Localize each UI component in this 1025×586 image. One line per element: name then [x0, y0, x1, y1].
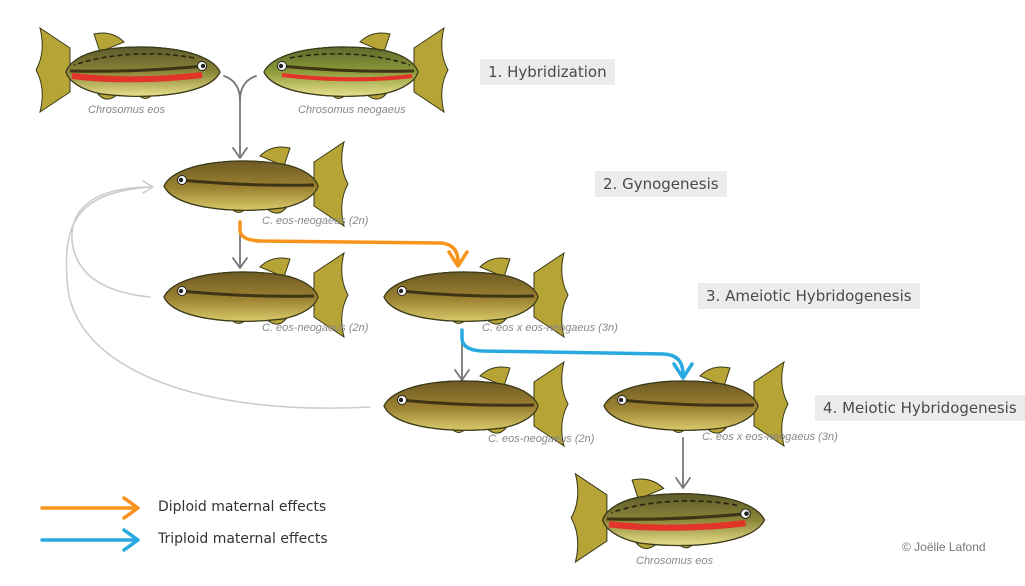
- fish-label-hybrid-left: C. eos-neogaeus (2n): [262, 322, 369, 334]
- loop-arrowhead: [142, 180, 154, 194]
- legend-label-diploid: Diploid maternal effects: [158, 499, 327, 515]
- legend-swatch-triploid: [40, 528, 140, 552]
- loop-short: [71, 186, 153, 298]
- fish-label-neogaeus-parent: Chrosomus neogaeus: [298, 104, 406, 116]
- diploid-arrow: [238, 220, 469, 268]
- step-label-meiotic-hybridogenesis: 4. Meiotic Hybridogenesis: [815, 395, 1025, 421]
- fish-eos-0: [34, 26, 222, 114]
- fish-layer: [34, 26, 790, 564]
- life-cycle-diagram: [34, 26, 790, 564]
- fish-hybrid-6: [602, 360, 790, 448]
- meiotic-down-arrow: [675, 437, 691, 489]
- fish-hybrid-4: [382, 251, 570, 339]
- fish-hybrid-2: [162, 140, 350, 228]
- fish-label-hybrid-bottom: C. eos-neogaeus (2n): [488, 433, 595, 445]
- merge-arrow: [223, 75, 257, 159]
- fish-hybrid-5: [382, 360, 570, 448]
- fish-label-triploid-meiotic: C. eos x eos-neogaeus (3n): [702, 431, 838, 443]
- legend-swatch-diploid: [40, 496, 140, 520]
- legend-label-triploid: Triploid maternal effects: [158, 531, 328, 547]
- credit-text: © Joëlle Lafond: [902, 540, 986, 554]
- recycle-loops: [65, 180, 371, 409]
- fish-label-hybrid-gyno: C. eos-neogaeus (2n): [262, 215, 369, 227]
- step-label-hybridization: 1. Hybridization: [480, 59, 615, 85]
- fish-label-triploid-ameiotic: C. eos x eos-neogaeus (3n): [482, 322, 618, 334]
- fish-label-eos-parent: Chrosomus eos: [88, 104, 166, 116]
- fish-label-eos-offspring: Chrosomus eos: [636, 555, 714, 567]
- step-label-gynogenesis: 2. Gynogenesis: [595, 171, 727, 197]
- triploid-arrow: [460, 328, 694, 380]
- fish-eos-7: [569, 472, 766, 564]
- loop-long: [65, 186, 371, 409]
- fish-neogaeus-1: [262, 26, 450, 114]
- fish-hybrid-3: [162, 251, 350, 339]
- step-label-ameiotic-hybridogenesis: 3. Ameiotic Hybridogenesis: [698, 283, 920, 309]
